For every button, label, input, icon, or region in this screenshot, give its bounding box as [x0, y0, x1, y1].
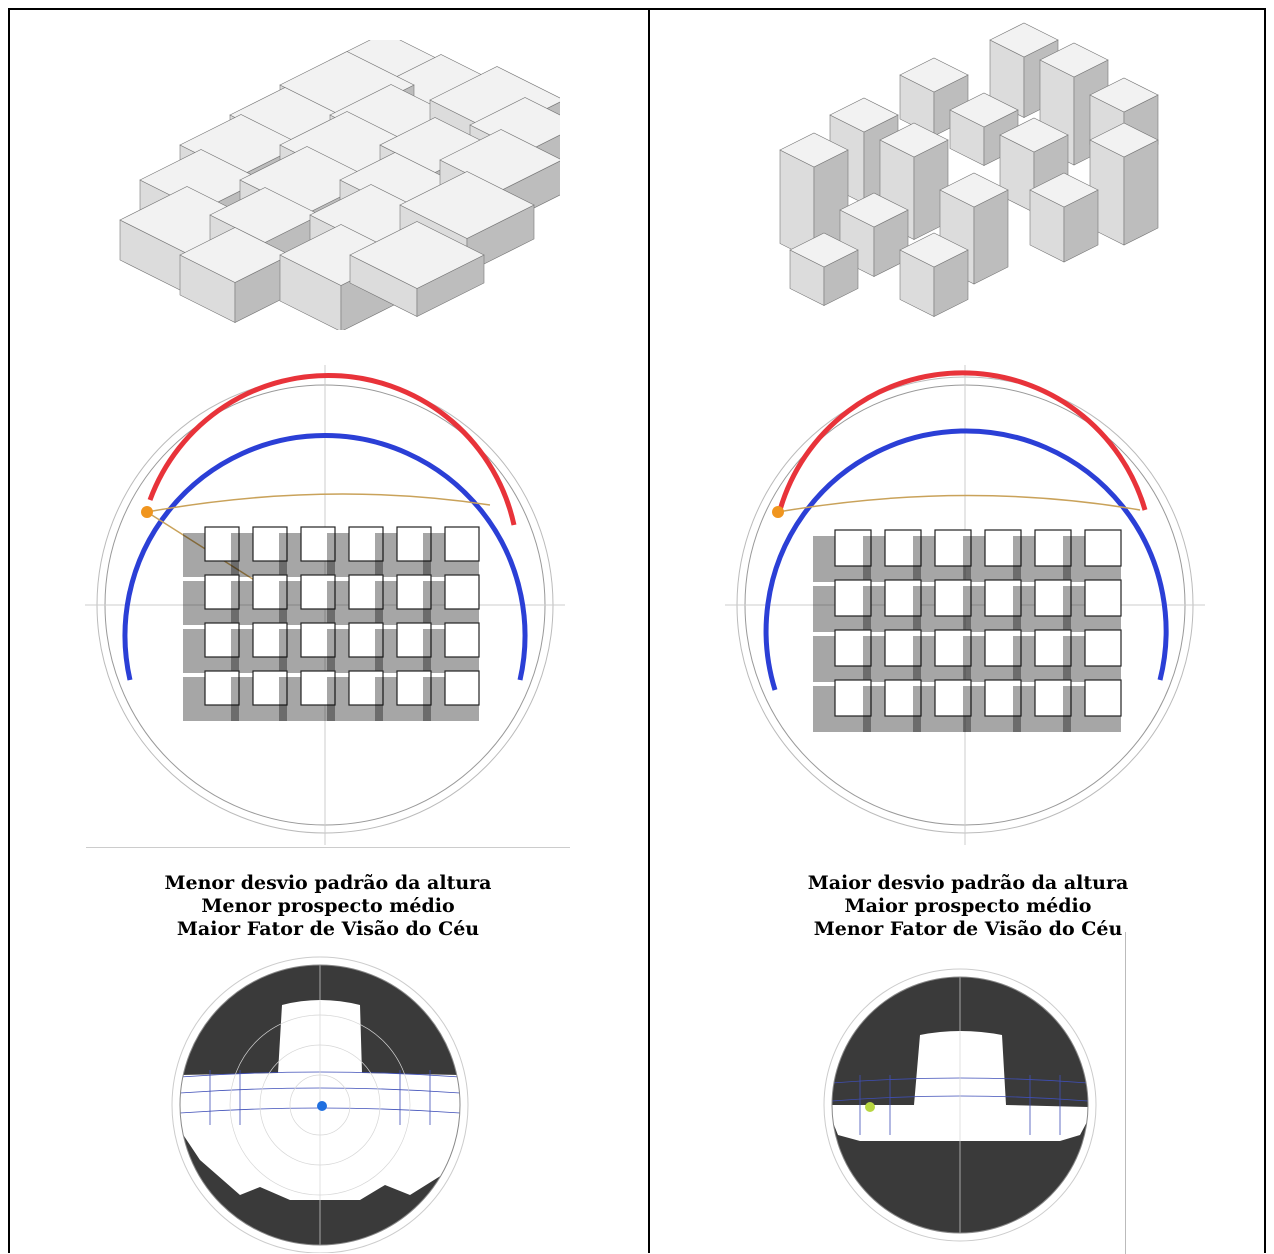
sun-marker — [772, 506, 784, 518]
building-model-varied — [750, 20, 1190, 340]
caption-left: Menor desvio padrão da altura Menor pros… — [10, 872, 646, 941]
sky-view-fisheye-uniform — [170, 955, 470, 1253]
separator-line — [86, 847, 570, 848]
building-footprint — [1085, 580, 1121, 616]
building-footprint — [1085, 530, 1121, 566]
caption-line-3: Maior Fator de Visão do Céu — [10, 918, 646, 941]
sun-path-red — [780, 373, 1145, 510]
building-model-uniform — [100, 40, 560, 330]
building-footprint — [445, 527, 479, 561]
panel-right: Maior desvio padrão da altura Maior pros… — [650, 10, 1274, 1253]
caption-right: Maior desvio padrão da altura Maior pros… — [650, 872, 1274, 941]
building-block — [1124, 140, 1158, 245]
shadow-diagram-varied — [720, 360, 1210, 850]
building-footprint — [1085, 630, 1121, 666]
shadow-diagram-uniform — [80, 360, 570, 850]
edge-line — [1125, 932, 1126, 1254]
building-footprint — [445, 623, 479, 657]
caption-line-1: Menor desvio padrão da altura — [10, 872, 646, 895]
caption-line-2: Menor prospecto médio — [10, 895, 646, 918]
sun-position-marker — [317, 1101, 327, 1111]
sun-marker — [141, 506, 153, 518]
sun-position-marker — [865, 1102, 875, 1112]
caption-line-3: Menor Fator de Visão do Céu — [650, 918, 1274, 941]
sky-view-fisheye-varied — [810, 955, 1110, 1253]
building-footprint — [445, 671, 479, 705]
building-footprint — [445, 575, 479, 609]
caption-line-1: Maior desvio padrão da altura — [650, 872, 1274, 895]
caption-line-2: Maior prospecto médio — [650, 895, 1274, 918]
building-footprint — [1085, 680, 1121, 716]
panel-left: Menor desvio padrão da altura Menor pros… — [10, 10, 646, 1253]
